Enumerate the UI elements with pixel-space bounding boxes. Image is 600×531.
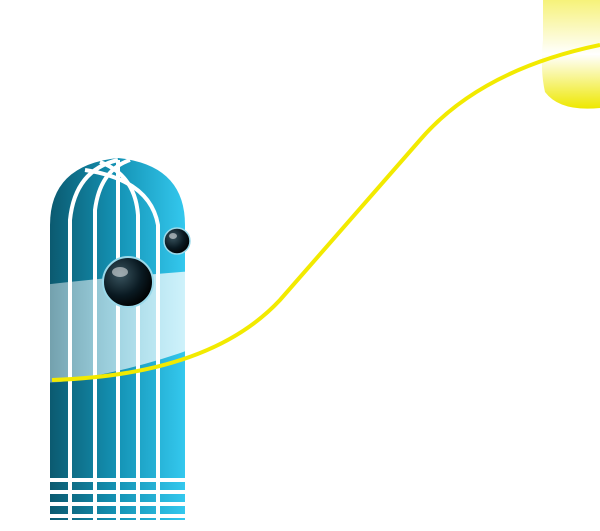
large-sphere-highlight <box>112 267 128 277</box>
translucent-band <box>0 268 290 385</box>
small-sphere-highlight <box>169 233 177 239</box>
large-sphere <box>102 256 154 308</box>
small-sphere <box>163 227 191 255</box>
yellow-curve <box>51 43 600 382</box>
yellow-blob <box>541 0 600 109</box>
